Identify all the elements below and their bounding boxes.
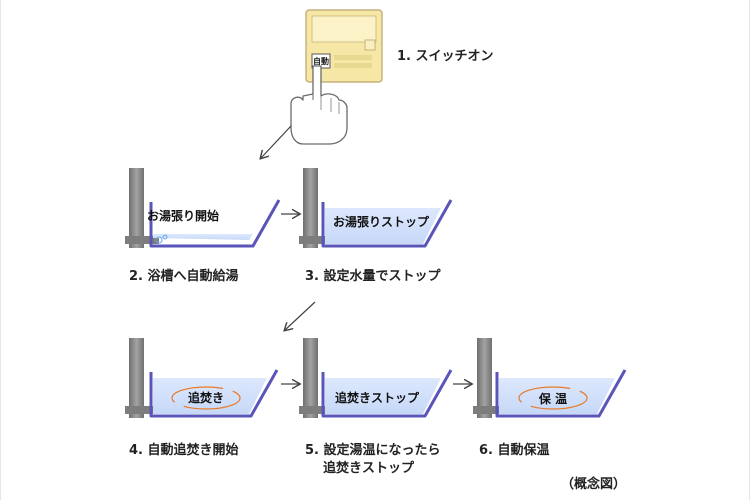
step3-bathtub: お湯張りストップ: [299, 168, 453, 248]
step4-tub-label: 追焚き: [188, 390, 224, 405]
tub-outline: [321, 369, 453, 418]
flow-arrow: [261, 125, 292, 158]
circulation-swirl-icon: [171, 386, 241, 410]
supply-fitting: [299, 406, 333, 414]
step5-caption-line2: 追焚きストップ: [323, 460, 415, 476]
step4-bathtub: 追焚き: [125, 338, 279, 418]
step6-caption: 6. 自動保温: [479, 442, 550, 458]
step2-caption: 2. 浴槽へ自動給湯: [129, 268, 239, 284]
concept-diagram-note: （概念図）: [561, 476, 626, 492]
supply-fitting: [125, 236, 159, 244]
supply-fitting: [473, 406, 507, 414]
step2-tub-label: お湯張り開始: [147, 208, 219, 223]
circulation-swirl-icon: [518, 386, 588, 410]
wall-pipe: [303, 168, 318, 248]
water-fill: [153, 378, 267, 414]
step6-bathtub: 保 温: [473, 338, 627, 418]
control-panel: 自動: [305, 9, 383, 83]
step5-caption-line1: 5. 設定湯温になったら: [305, 442, 441, 458]
tub-outline: [321, 199, 453, 248]
auto-button-label: 自動: [313, 56, 329, 66]
step5-tub-label: 追焚きストップ: [335, 390, 420, 405]
water-fill: [325, 378, 441, 414]
pointing-hand-icon: [290, 65, 348, 145]
step3-caption: 3. 設定水量でストップ: [305, 268, 442, 284]
wall-pipe: [477, 338, 492, 418]
step3-tub-label: お湯張りストップ: [333, 214, 430, 229]
water-fill: [325, 208, 441, 244]
tub-outline: [149, 369, 279, 418]
wall-pipe: [303, 338, 318, 418]
wall-pipe: [129, 338, 144, 418]
tub-outline: [149, 199, 281, 248]
step5-bathtub: 追焚きストップ: [299, 338, 453, 418]
step1-caption: 1. スイッチオン: [397, 49, 494, 64]
supply-fitting: [125, 406, 159, 414]
supply-fitting: [299, 236, 333, 244]
water-fill: [153, 234, 253, 240]
water-fill: [499, 378, 615, 414]
step2-bathtub: お湯張り開始: [125, 168, 281, 248]
flow-arrow: [285, 301, 316, 330]
tub-outline: [495, 369, 627, 418]
wall-pipe: [129, 168, 144, 248]
step6-tub-label: 保 温: [538, 391, 567, 406]
step4-caption: 4. 自動追焚き開始: [129, 442, 239, 458]
